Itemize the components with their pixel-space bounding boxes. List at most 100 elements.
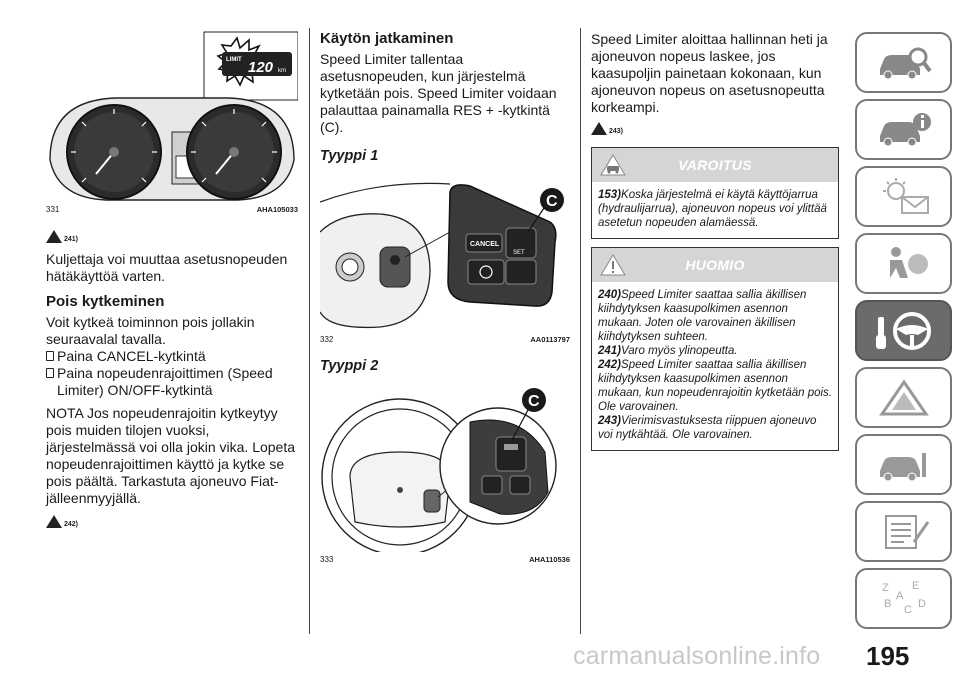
warning-reference-number: 243)	[609, 128, 624, 135]
caution-item: 242)Speed Limiter saattaa sallia äkillis…	[598, 358, 832, 414]
warning-reference: 242)	[46, 515, 298, 528]
nota-paragraph: NOTA Jos nopeudenrajoitin kytkeytyy pois…	[46, 405, 296, 506]
caution-item-number: 243)	[598, 415, 622, 427]
tab-car-info[interactable]	[855, 99, 952, 160]
figure-number: 331	[46, 205, 60, 214]
tab-safety[interactable]	[855, 233, 952, 294]
limit-speed-unit: km	[278, 68, 286, 74]
car-search-icon	[879, 47, 932, 79]
svg-text:C: C	[904, 604, 912, 616]
body-paragraph: Voit kytkeä toiminnon pois jollakin seur…	[46, 314, 255, 347]
caution-item: 243)Vierimisvastuksesta riippuen ajoneuv…	[598, 414, 832, 442]
list-item-text: Paina nopeudenrajoittimen (Speed Limiter…	[57, 365, 273, 398]
tab-car-search[interactable]	[855, 32, 952, 93]
warning-item-number: 153)	[598, 189, 622, 201]
list-item-text: Paina CANCEL-kytkintä	[57, 348, 206, 364]
column-3: Speed Limiter aloittaa hallinnan heti ja…	[591, 28, 839, 451]
bullet-icon	[46, 351, 54, 361]
warning-reference: 243)	[591, 122, 839, 135]
column-divider	[309, 28, 310, 634]
warning-item: 153)Koska järjestelmä ei käytä käyttöjar…	[598, 188, 832, 230]
list-item: Paina nopeudenrajoittimen (Speed Limiter…	[46, 365, 298, 399]
warning-triangle-icon	[591, 122, 607, 135]
airbag-icon	[889, 246, 928, 278]
tab-warning-lights[interactable]	[855, 166, 952, 227]
tab-technical-data[interactable]	[855, 501, 952, 562]
specifications-icon	[884, 514, 929, 549]
limit-speed: 120	[248, 59, 274, 76]
svg-text:Z: Z	[882, 582, 889, 594]
limit-label: LIMIT	[226, 57, 242, 63]
cancel-label: CANCEL	[470, 241, 500, 248]
caution-box: HUOMIO 240)Speed Limiter saattaa sallia …	[591, 247, 839, 451]
column-2: Käytön jatkaminen Speed Limiter tallenta…	[319, 28, 570, 564]
type-heading: Tyyppi 2	[320, 358, 379, 374]
figure-caption: 332 AA0113797	[320, 332, 570, 344]
list-item: Paina CANCEL-kytkintä	[46, 348, 298, 365]
warning-reference-number: 242)	[64, 521, 79, 528]
warning-box-body: 153)Koska järjestelmä ei käytä käyttöjar…	[592, 182, 838, 238]
svg-text:B: B	[884, 598, 891, 610]
warning-lights-icon	[882, 177, 929, 214]
warning-triangle-icon	[600, 254, 626, 279]
set-label: SET	[513, 250, 525, 256]
caution-box-header: HUOMIO	[592, 248, 838, 282]
warning-triangle-icon	[46, 515, 62, 528]
caution-box-title: HUOMIO	[685, 257, 745, 273]
tab-starting-driving[interactable]	[855, 300, 952, 361]
caution-item-text: Vierimisvastuksesta riippuen ajoneuvo vo…	[598, 415, 817, 441]
figure-number: 333	[320, 555, 334, 564]
car-info-icon	[879, 112, 931, 146]
car-warning-icon	[600, 154, 626, 179]
caution-item-number: 240)	[598, 289, 622, 301]
warning-reference: 241)	[46, 230, 298, 243]
page-number: 195	[866, 641, 910, 671]
caution-item-number: 241)	[598, 345, 622, 357]
warning-box-title: VAROITUS	[678, 157, 752, 173]
figure-331: LIMIT 120 km	[46, 28, 299, 202]
warning-box-header: VAROITUS	[592, 148, 838, 182]
column-divider	[580, 28, 581, 634]
watermark: carmanualsonline.info	[573, 642, 821, 670]
type-heading: Tyyppi 1	[320, 148, 379, 164]
steering-wheel-key-icon	[875, 311, 931, 350]
figure-caption: 331 AHA105033	[46, 202, 298, 214]
figure-caption: 333 AHA110536	[320, 552, 570, 564]
figure-number: 332	[320, 335, 334, 344]
car-service-icon	[879, 452, 926, 481]
instrument-cluster-illustration: LIMIT 120 km	[46, 28, 299, 202]
warning-triangle-icon	[878, 378, 929, 415]
intro-paragraph: Kuljettaja voi muuttaa asetusnopeuden hä…	[46, 251, 288, 284]
body-paragraph: Speed Limiter aloittaa hallinnan heti ja…	[591, 31, 828, 115]
body-paragraph: Speed Limiter tallentaa asetusnopeuden, …	[320, 51, 557, 135]
tab-emergency[interactable]	[855, 367, 952, 428]
callout-c-label: C	[546, 193, 558, 210]
steering-wheel-type1-illustration: CANCEL SET C	[319, 172, 570, 332]
warning-item-text: Koska järjestelmä ei käytä käyttöjarrua …	[598, 189, 827, 229]
figure-code: AHA105033	[256, 205, 298, 214]
figure-333: C	[320, 382, 570, 556]
figure-code: AA0113797	[530, 335, 570, 344]
warning-box: VAROITUS 153)Koska järjestelmä ei käytä …	[591, 147, 839, 239]
warning-triangle-icon	[46, 230, 62, 243]
caution-item-text: Varo myös ylinopeutta.	[621, 345, 738, 357]
caution-item-text: Speed Limiter saattaa sallia äkillisen k…	[598, 289, 807, 343]
caution-item-text: Speed Limiter saattaa sallia äkillisen k…	[598, 359, 832, 413]
bullet-icon	[46, 368, 54, 378]
callout-c-label: C	[528, 393, 540, 410]
tab-servicing[interactable]	[855, 434, 952, 495]
column-1: LIMIT 120 km	[46, 28, 299, 536]
section-heading: Pois kytkeminen	[46, 293, 165, 310]
figure-332: CANCEL SET C	[319, 172, 570, 332]
warning-reference-number: 241)	[64, 236, 79, 243]
caution-item: 240)Speed Limiter saattaa sallia äkillis…	[598, 288, 832, 344]
caution-item-number: 242)	[598, 359, 622, 371]
svg-text:E: E	[912, 580, 919, 592]
svg-text:D: D	[918, 598, 926, 610]
svg-text:A: A	[896, 590, 904, 602]
figure-code: AHA110536	[529, 555, 570, 564]
section-heading: Käytön jatkaminen	[320, 30, 454, 47]
